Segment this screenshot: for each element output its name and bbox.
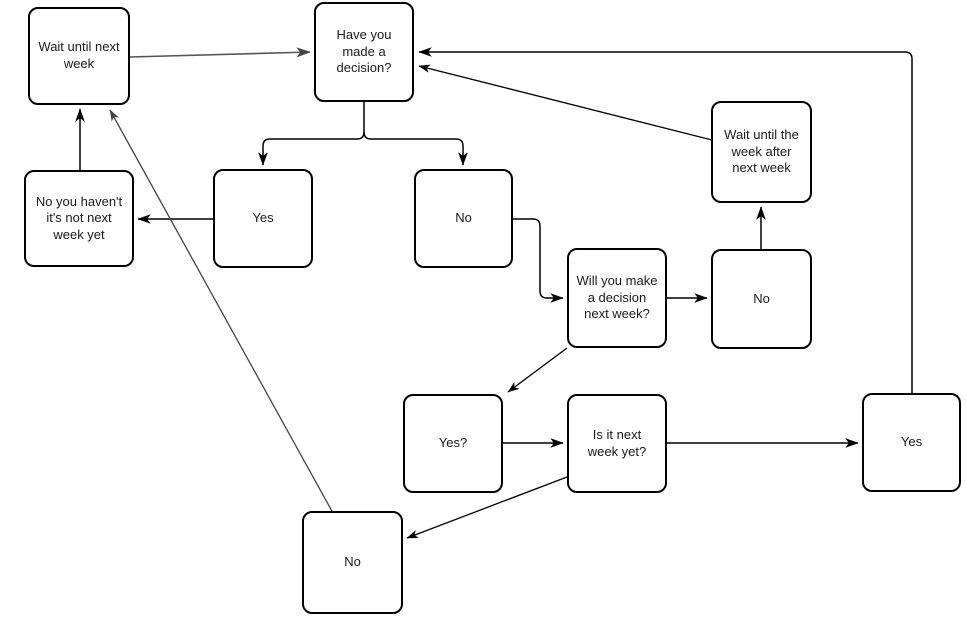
- node-label: Is it next week yet?: [587, 426, 647, 459]
- edge-no-to-will-you-decide: [513, 218, 564, 303]
- node-is-it-next-week-yet[interactable]: Is it next week yet?: [567, 394, 667, 493]
- node-label: Will you make a decision next week?: [576, 273, 658, 322]
- edge-is-it-next-week-to-no-bottom: [406, 476, 568, 539]
- edge-yes-far-right-to-decision: [418, 47, 913, 393]
- node-have-you-made-a-decision[interactable]: Have you made a decision?: [314, 2, 414, 102]
- node-no-top[interactable]: No: [414, 169, 513, 268]
- node-no-bottom[interactable]: No: [302, 511, 403, 614]
- edge-decision-to-no: [363, 131, 468, 166]
- node-yes-question[interactable]: Yes?: [403, 394, 503, 493]
- node-label: Yes?: [438, 435, 468, 451]
- node-will-you-make-a-decision-next-week[interactable]: Will you make a decision next week?: [567, 248, 667, 348]
- edge-wait-to-decision: [129, 47, 311, 58]
- node-label: No you haven't it's not next week yet: [35, 193, 123, 242]
- node-label: Yes: [900, 434, 923, 450]
- node-label: Wait until next week: [38, 39, 120, 71]
- node-label: No: [344, 554, 361, 570]
- node-yes-far-right[interactable]: Yes: [862, 393, 961, 492]
- edge-no-bottom-to-wait: [109, 109, 334, 514]
- node-label: No: [753, 290, 770, 306]
- edge-decision-to-yes: [258, 131, 365, 166]
- node-wait-until-next-week[interactable]: Wait until next week: [28, 7, 130, 105]
- node-label: Yes: [252, 210, 274, 226]
- node-no-right[interactable]: No: [711, 249, 812, 349]
- edge-will-you-decide-to-yes-question: [507, 347, 568, 393]
- node-wait-until-week-after-next-week[interactable]: Wait until the week after next week: [711, 101, 812, 203]
- node-label: Have you made a decision?: [336, 27, 392, 76]
- node-label: No: [455, 210, 472, 226]
- node-no-you-havent-not-next-week-yet[interactable]: No you haven't it's not next week yet: [24, 170, 134, 267]
- node-yes-top[interactable]: Yes: [213, 169, 313, 268]
- node-label: Wait until the week after next week: [724, 127, 799, 176]
- edge-wait-week-after-to-decision: [418, 64, 713, 141]
